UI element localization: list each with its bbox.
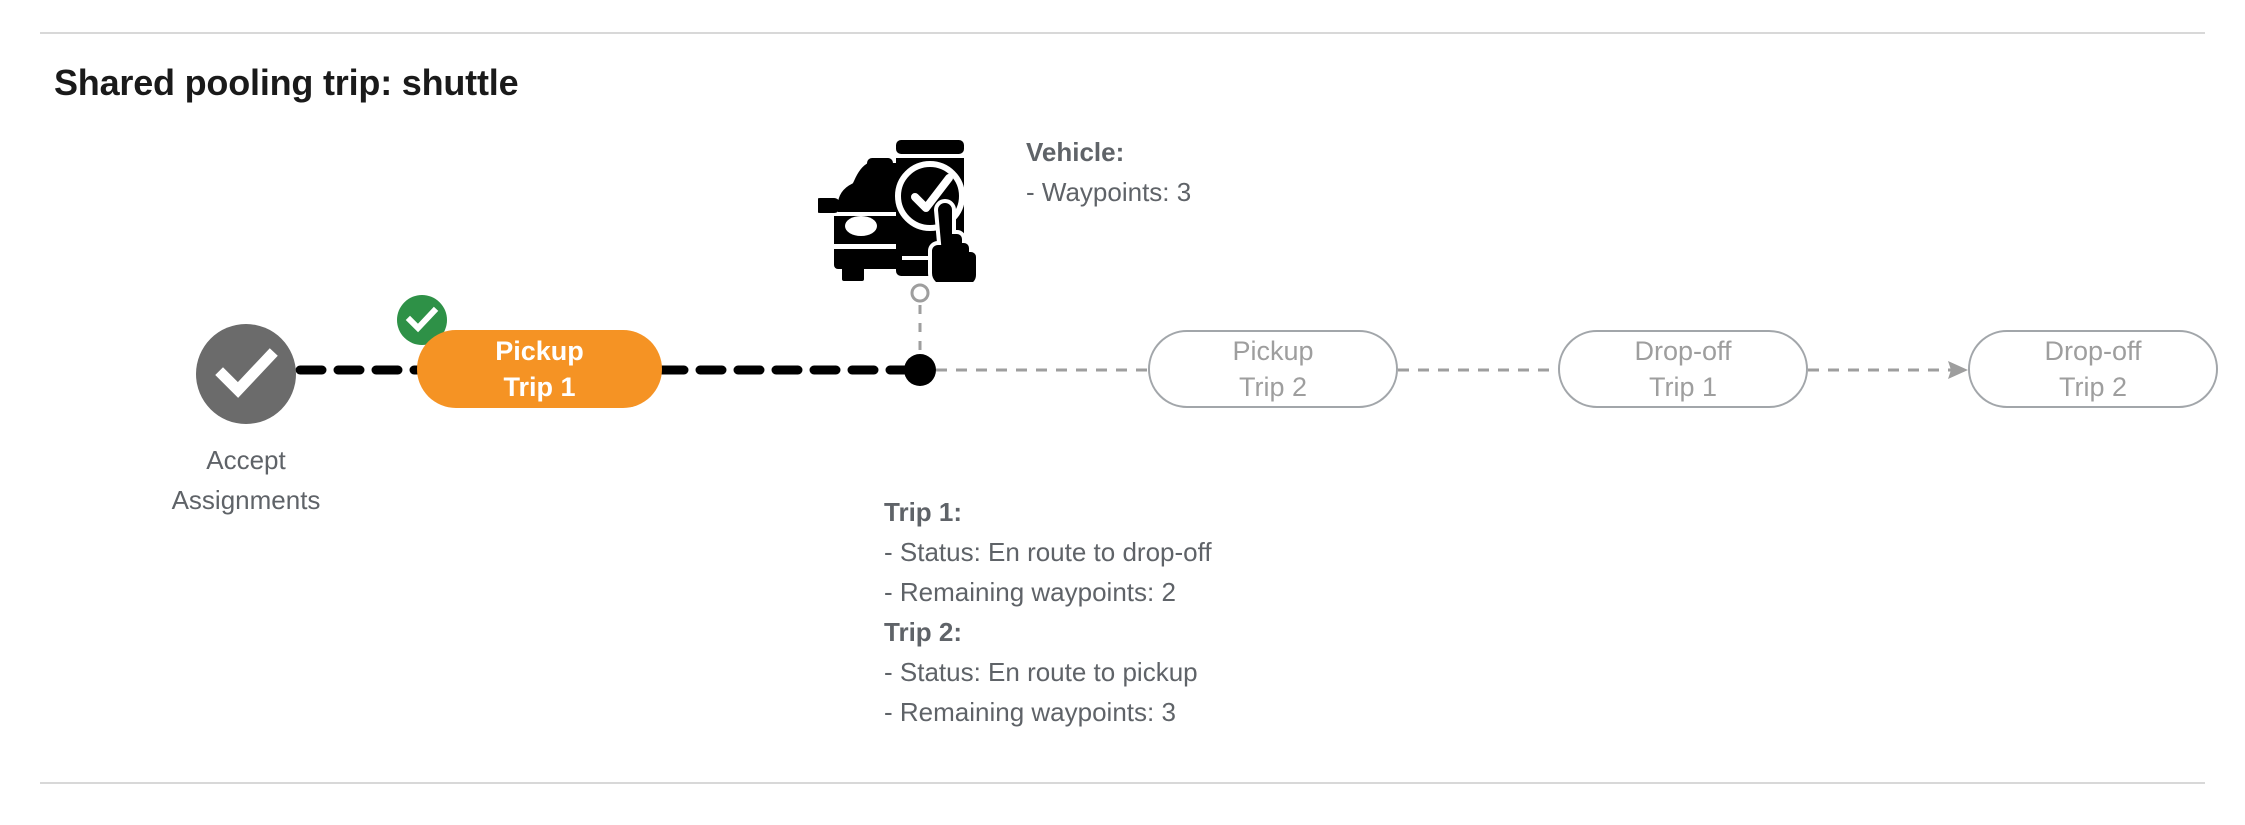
vehicle-leader-anchor [910, 283, 930, 303]
start-node-accept-assignments[interactable] [196, 324, 296, 424]
divider-bottom [40, 782, 2205, 784]
divider-top [40, 32, 2205, 34]
trip-1-heading: Trip 1: [884, 497, 963, 527]
node-label-line2: Trip 1 [503, 372, 576, 402]
node-label-line2: Trip 1 [1648, 372, 1717, 402]
node-dropoff-trip-1[interactable]: Drop-off Trip 1 [1558, 330, 1808, 408]
vehicle-annotation-waypoints: - Waypoints: 3 [1026, 177, 1192, 207]
node-dropoff-trip-2[interactable]: Drop-off Trip 2 [1968, 330, 2218, 408]
trip-2-heading: Trip 2: [884, 617, 963, 647]
start-node-label: Accept Assignments [96, 440, 396, 520]
trip-2-remaining-waypoints: - Remaining waypoints: 3 [884, 697, 1176, 727]
node-label-line1: Pickup [495, 336, 584, 366]
node-label-line2: Trip 2 [1238, 372, 1307, 402]
check-circle-icon [215, 348, 278, 398]
car-phone-check-icon [818, 140, 980, 282]
vehicle-annotation: Vehicle: - Waypoints: 3 [1026, 132, 1191, 212]
node-label-line1: Drop-off [2044, 336, 2142, 366]
node-label-line2: Trip 2 [2058, 372, 2127, 402]
node-pickup-trip-2[interactable]: Pickup Trip 2 [1148, 330, 1398, 408]
trip-1-remaining-waypoints: - Remaining waypoints: 2 [884, 577, 1176, 607]
node-pickup-trip-1[interactable]: Pickup Trip 1 [417, 330, 662, 408]
page-title: Shared pooling trip: shuttle [54, 62, 519, 103]
trip-2-status: - Status: En route to pickup [884, 657, 1198, 687]
node-label-line1: Drop-off [1634, 336, 1732, 366]
path-arrowhead-icon [1948, 361, 1968, 379]
start-node-label-line1: Accept [206, 445, 286, 475]
trips-annotation: Trip 1: - Status: En route to drop-off -… [884, 492, 1212, 732]
start-node-label-line2: Assignments [171, 485, 321, 515]
trip-1-status: - Status: En route to drop-off [884, 537, 1212, 567]
vehicle-position-dot [904, 354, 936, 386]
node-label-line1: Pickup [1232, 336, 1314, 366]
vehicle-annotation-heading: Vehicle: [1026, 137, 1125, 167]
